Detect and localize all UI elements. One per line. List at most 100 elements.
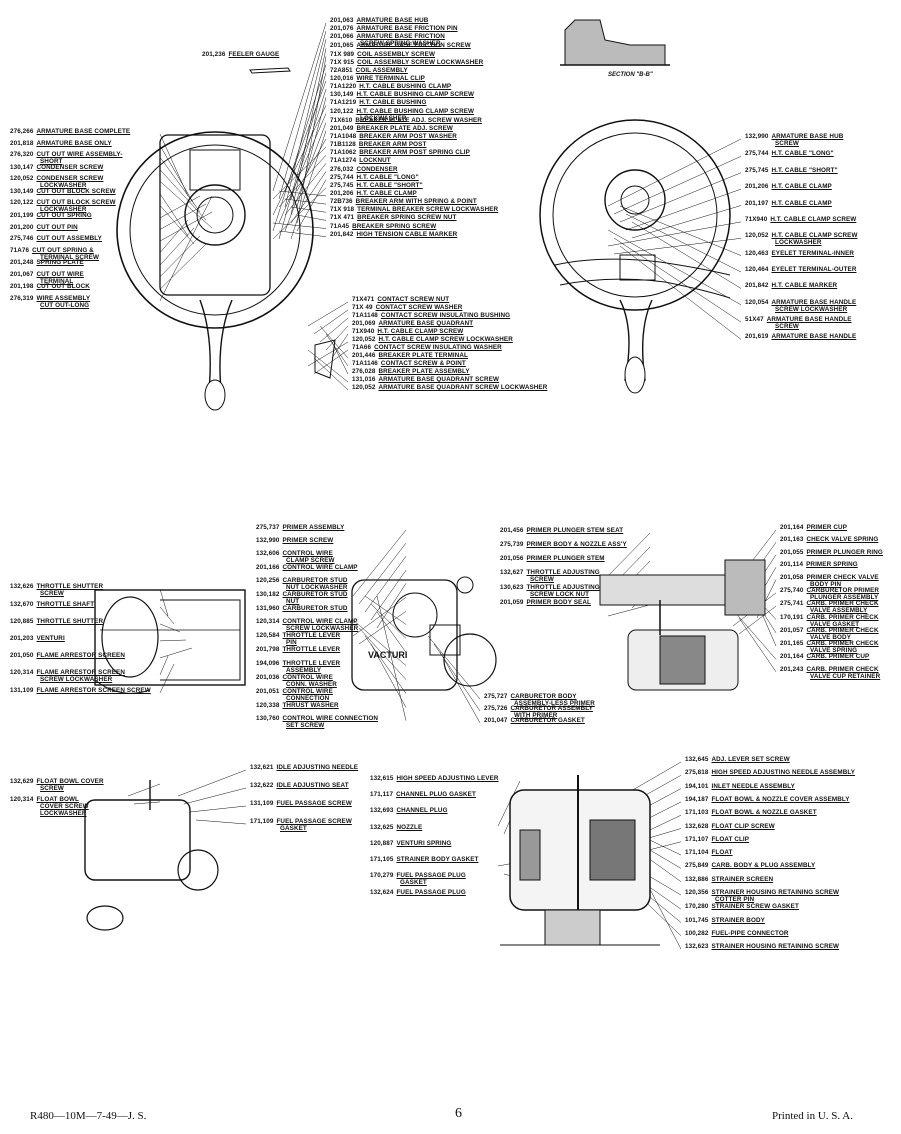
part-number: 201,456 [500, 527, 524, 534]
part-description: THROTTLE ADJUSTING [526, 569, 600, 576]
part-description: H.T. CABLE CLAMP SCREW LOCKWASHER [378, 336, 513, 343]
part-description: H.T. CABLE "SHORT" [356, 181, 423, 189]
carb-mid-body [351, 579, 458, 691]
part-description: VENTURI [36, 634, 65, 642]
leader-line [376, 583, 407, 629]
part-description-cont: SCREW LOCKWASHER [775, 305, 848, 313]
part-description: PRIMER BODY & NOZZLE ASS'Y [526, 541, 627, 548]
part-number: 120,584 [256, 632, 280, 640]
magneto-left-outer-ring [116, 131, 314, 329]
part-description: ARMATURE BASE COMPLETE [36, 128, 131, 135]
part-number: 171,109 [250, 818, 274, 825]
leader-line [613, 156, 742, 215]
part-description: BREAKER ARM WITH SPRING & POINT [355, 198, 477, 206]
part-number: 275,737 [256, 524, 280, 531]
part-description-cont: VALVE SPRING [810, 647, 858, 655]
part-description: FUEL-PIPE CONNECTOR [711, 929, 789, 937]
part-description: ARMATURE BASE HANDLE [771, 298, 857, 306]
part-number: 71X610 [330, 116, 353, 124]
part-description: CONTROL WIRE CONNECTION [282, 714, 379, 722]
part-description: THROTTLE SHUTTER [36, 583, 104, 590]
part-number: 71X940 [352, 328, 375, 335]
part-description: PRIMER SCREW [282, 537, 334, 545]
part-description-cont: SCREW LOCKWASHER [40, 675, 113, 683]
part-number: 132,606 [256, 550, 280, 558]
part-description: WIRE ASSEMBLY [36, 294, 91, 302]
part-number: 276,266 [10, 128, 34, 135]
part-description: EYELET TERMINAL-INNER [771, 249, 855, 257]
leader-line [296, 97, 327, 208]
part-description: NOZZLE [396, 823, 423, 831]
leader-line [272, 187, 327, 240]
part-description: CARBURETOR GASKET [510, 716, 585, 724]
leader-line [613, 237, 742, 323]
part-description: BREAKER ARM POST SPRING CLIP [359, 149, 470, 157]
part-description: ARMATURE BASE HUB [771, 133, 844, 140]
float-section-nozzle [519, 829, 541, 881]
part-number: 130,147 [10, 163, 34, 171]
leader-line [607, 532, 651, 577]
part-description: INLET NEEDLE ASSEMBLY [711, 782, 795, 790]
part-number: 201,842 [330, 230, 354, 238]
part-number: 131,016 [352, 376, 376, 383]
leader-line [325, 325, 349, 351]
part-description-cont: VALVE BODY [810, 633, 852, 641]
part-description-cont: SHORT [40, 158, 63, 166]
carb-throat-left [101, 596, 159, 678]
part-description-cont: NUT LOCKWASHER [286, 584, 348, 592]
part-number: 132,628 [685, 822, 709, 830]
part-number: 120,885 [10, 617, 34, 625]
part-number: 71A1220 [330, 83, 357, 91]
leader-line [619, 205, 742, 256]
leader-line [607, 138, 742, 207]
part-description: CARBURETOR PRIMER [806, 586, 880, 594]
part-description: PRIMER BODY SEAL [526, 598, 591, 606]
leader-line [352, 619, 407, 666]
leader-line [290, 206, 327, 213]
carb-mid-bowl [443, 633, 497, 687]
magneto-left-inner-ring [129, 144, 301, 316]
part-description: STRAINER BODY [711, 916, 765, 924]
armature-quadrant-part [314, 339, 336, 379]
part-number: 194,101 [685, 782, 709, 790]
part-description: ARMATURE BASE HANDLE [766, 316, 852, 324]
part-number: 132,990 [256, 537, 280, 545]
part-number: 201,446 [352, 352, 376, 359]
part-description-cont: LOCKWASHER [360, 114, 407, 122]
part-number: 132,670 [10, 600, 34, 608]
part-number: 171,107 [685, 835, 709, 843]
part-number: 194,096 [256, 659, 280, 667]
part-description: PRIMER SPRING [806, 561, 858, 569]
part-description: CARBURETOR STUD [282, 591, 348, 599]
part-description: FLOAT CLIP [711, 835, 750, 843]
part-number: 201,818 [10, 139, 34, 147]
part-number: 130,149 [10, 187, 34, 195]
leader-line [290, 89, 327, 200]
part-number: 201,049 [330, 124, 354, 132]
magneto-right-inner-ring [552, 132, 718, 298]
